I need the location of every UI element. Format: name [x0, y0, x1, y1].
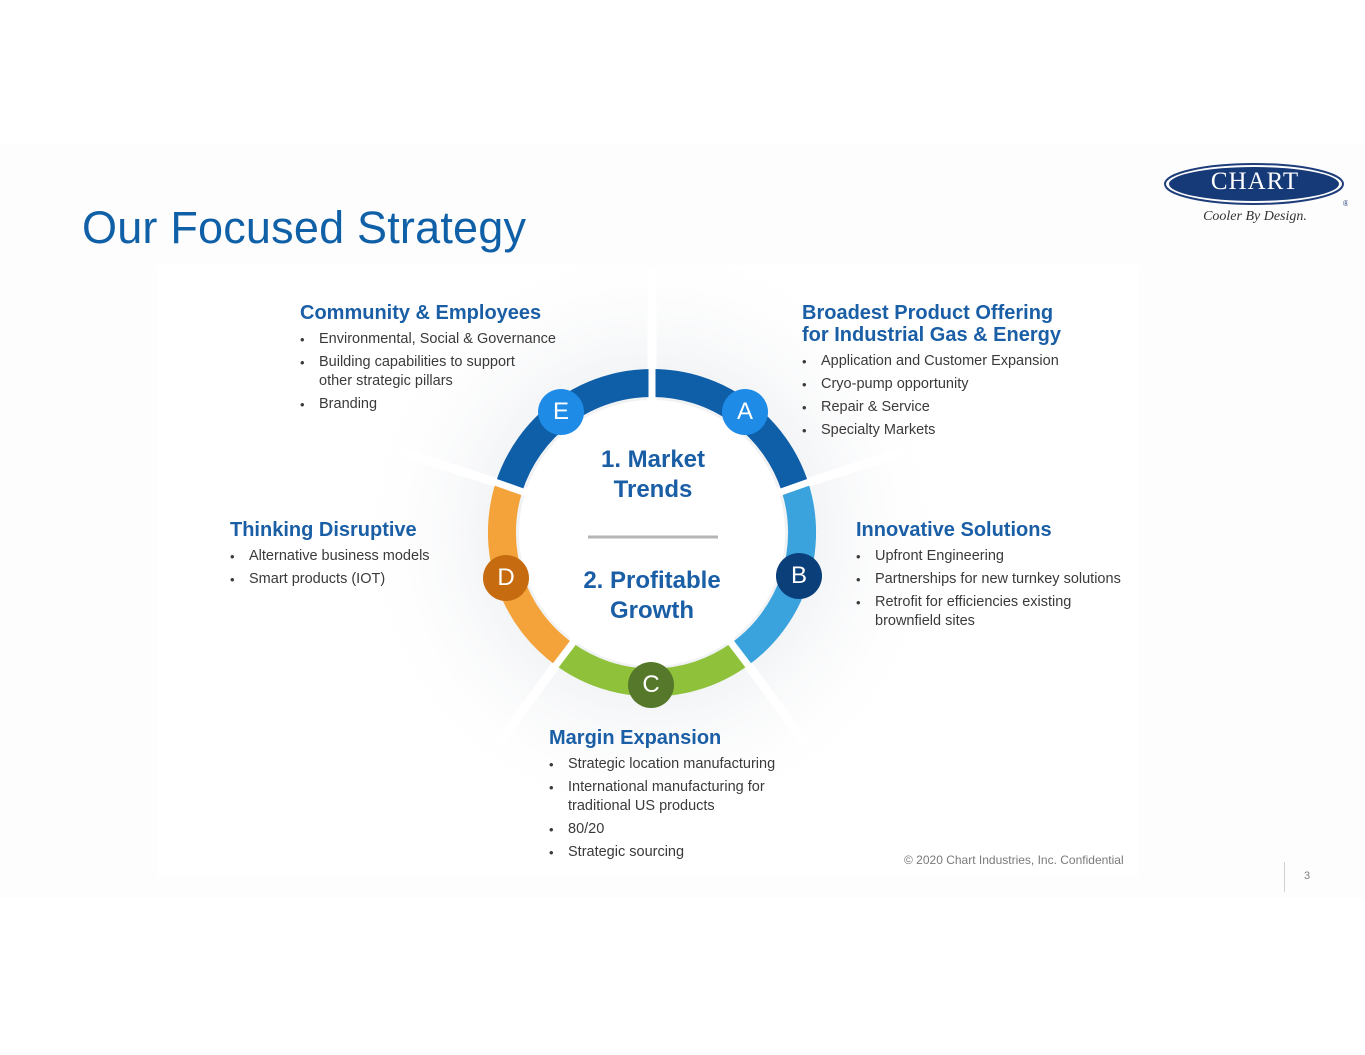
- list-item: Building capabilities to support other s…: [300, 353, 534, 391]
- group-c-margin-expansion: Margin Expansion Strategic location manu…: [549, 727, 809, 866]
- list-item: Branding: [300, 395, 580, 414]
- group-b-heading: Innovative Solutions: [856, 519, 1052, 541]
- chart-logo: ®: [1164, 163, 1348, 208]
- list-item: Strategic sourcing: [549, 843, 809, 862]
- wheel-center: [519, 400, 785, 666]
- list-item: Smart products (IOT): [230, 570, 470, 589]
- logo-wordmark: CHART: [1210, 168, 1300, 195]
- group-a-heading: Broadest Product Offering for Industrial…: [802, 302, 1102, 346]
- group-a-heading-line-2: for Industrial Gas & Energy: [802, 324, 1061, 346]
- badge-c: C: [628, 662, 674, 708]
- group-a-heading-line-1: Broadest Product Offering: [802, 302, 1054, 324]
- list-item: Alternative business models: [230, 547, 470, 566]
- group-a-product-offering: Broadest Product Offering for Industrial…: [802, 302, 1102, 444]
- profitable-growth-line-2: Growth: [610, 597, 694, 624]
- registered-mark: ®: [1343, 199, 1348, 208]
- page-number-divider: [1284, 862, 1285, 892]
- group-d-thinking-disruptive: Thinking Disruptive Alternative business…: [230, 519, 470, 593]
- badge-a: A: [722, 389, 768, 435]
- profitable-growth-line-1: 2. Profitable: [583, 567, 721, 594]
- badge-b: B: [776, 553, 822, 599]
- list-item: Repair & Service: [802, 398, 1102, 417]
- list-item: Strategic location manufacturing: [549, 755, 809, 774]
- copyright-notice: © 2020 Chart Industries, Inc. Confidenti…: [904, 853, 1124, 867]
- logo-tagline: Cooler By Design.: [1203, 209, 1307, 224]
- list-item: Specialty Markets: [802, 421, 1102, 440]
- list-item: Application and Customer Expansion: [802, 352, 1102, 371]
- group-e-heading: Community & Employees: [300, 302, 542, 324]
- group-b-innovative-solutions: Innovative Solutions Upfront Engineering…: [856, 519, 1146, 635]
- badge-d: D: [483, 555, 529, 601]
- center-market-trends: 1. Market Trends: [553, 445, 753, 505]
- group-d-heading: Thinking Disruptive: [230, 519, 417, 541]
- list-item: Partnerships for new turnkey solutions: [856, 570, 1146, 589]
- list-item: 80/20: [549, 820, 809, 839]
- page-number: 3: [1304, 870, 1311, 882]
- market-trends-line-1: 1. Market: [600, 446, 706, 473]
- list-item: Upfront Engineering: [856, 547, 1146, 566]
- list-item: Cryo-pump opportunity: [802, 375, 1102, 394]
- group-e-community-employees: Community & Employees Environmental, Soc…: [300, 302, 580, 418]
- group-c-heading: Margin Expansion: [549, 727, 722, 749]
- market-trends-line-2: Trends: [613, 476, 693, 503]
- list-item: International manufacturing for traditio…: [549, 778, 778, 816]
- center-profitable-growth: 2. Profitable Growth: [552, 566, 752, 626]
- slide-title: Our Focused Strategy: [82, 202, 527, 253]
- list-item: Environmental, Social & Governance: [300, 330, 580, 349]
- list-item: Retrofit for efficiencies existing brown…: [856, 593, 1090, 631]
